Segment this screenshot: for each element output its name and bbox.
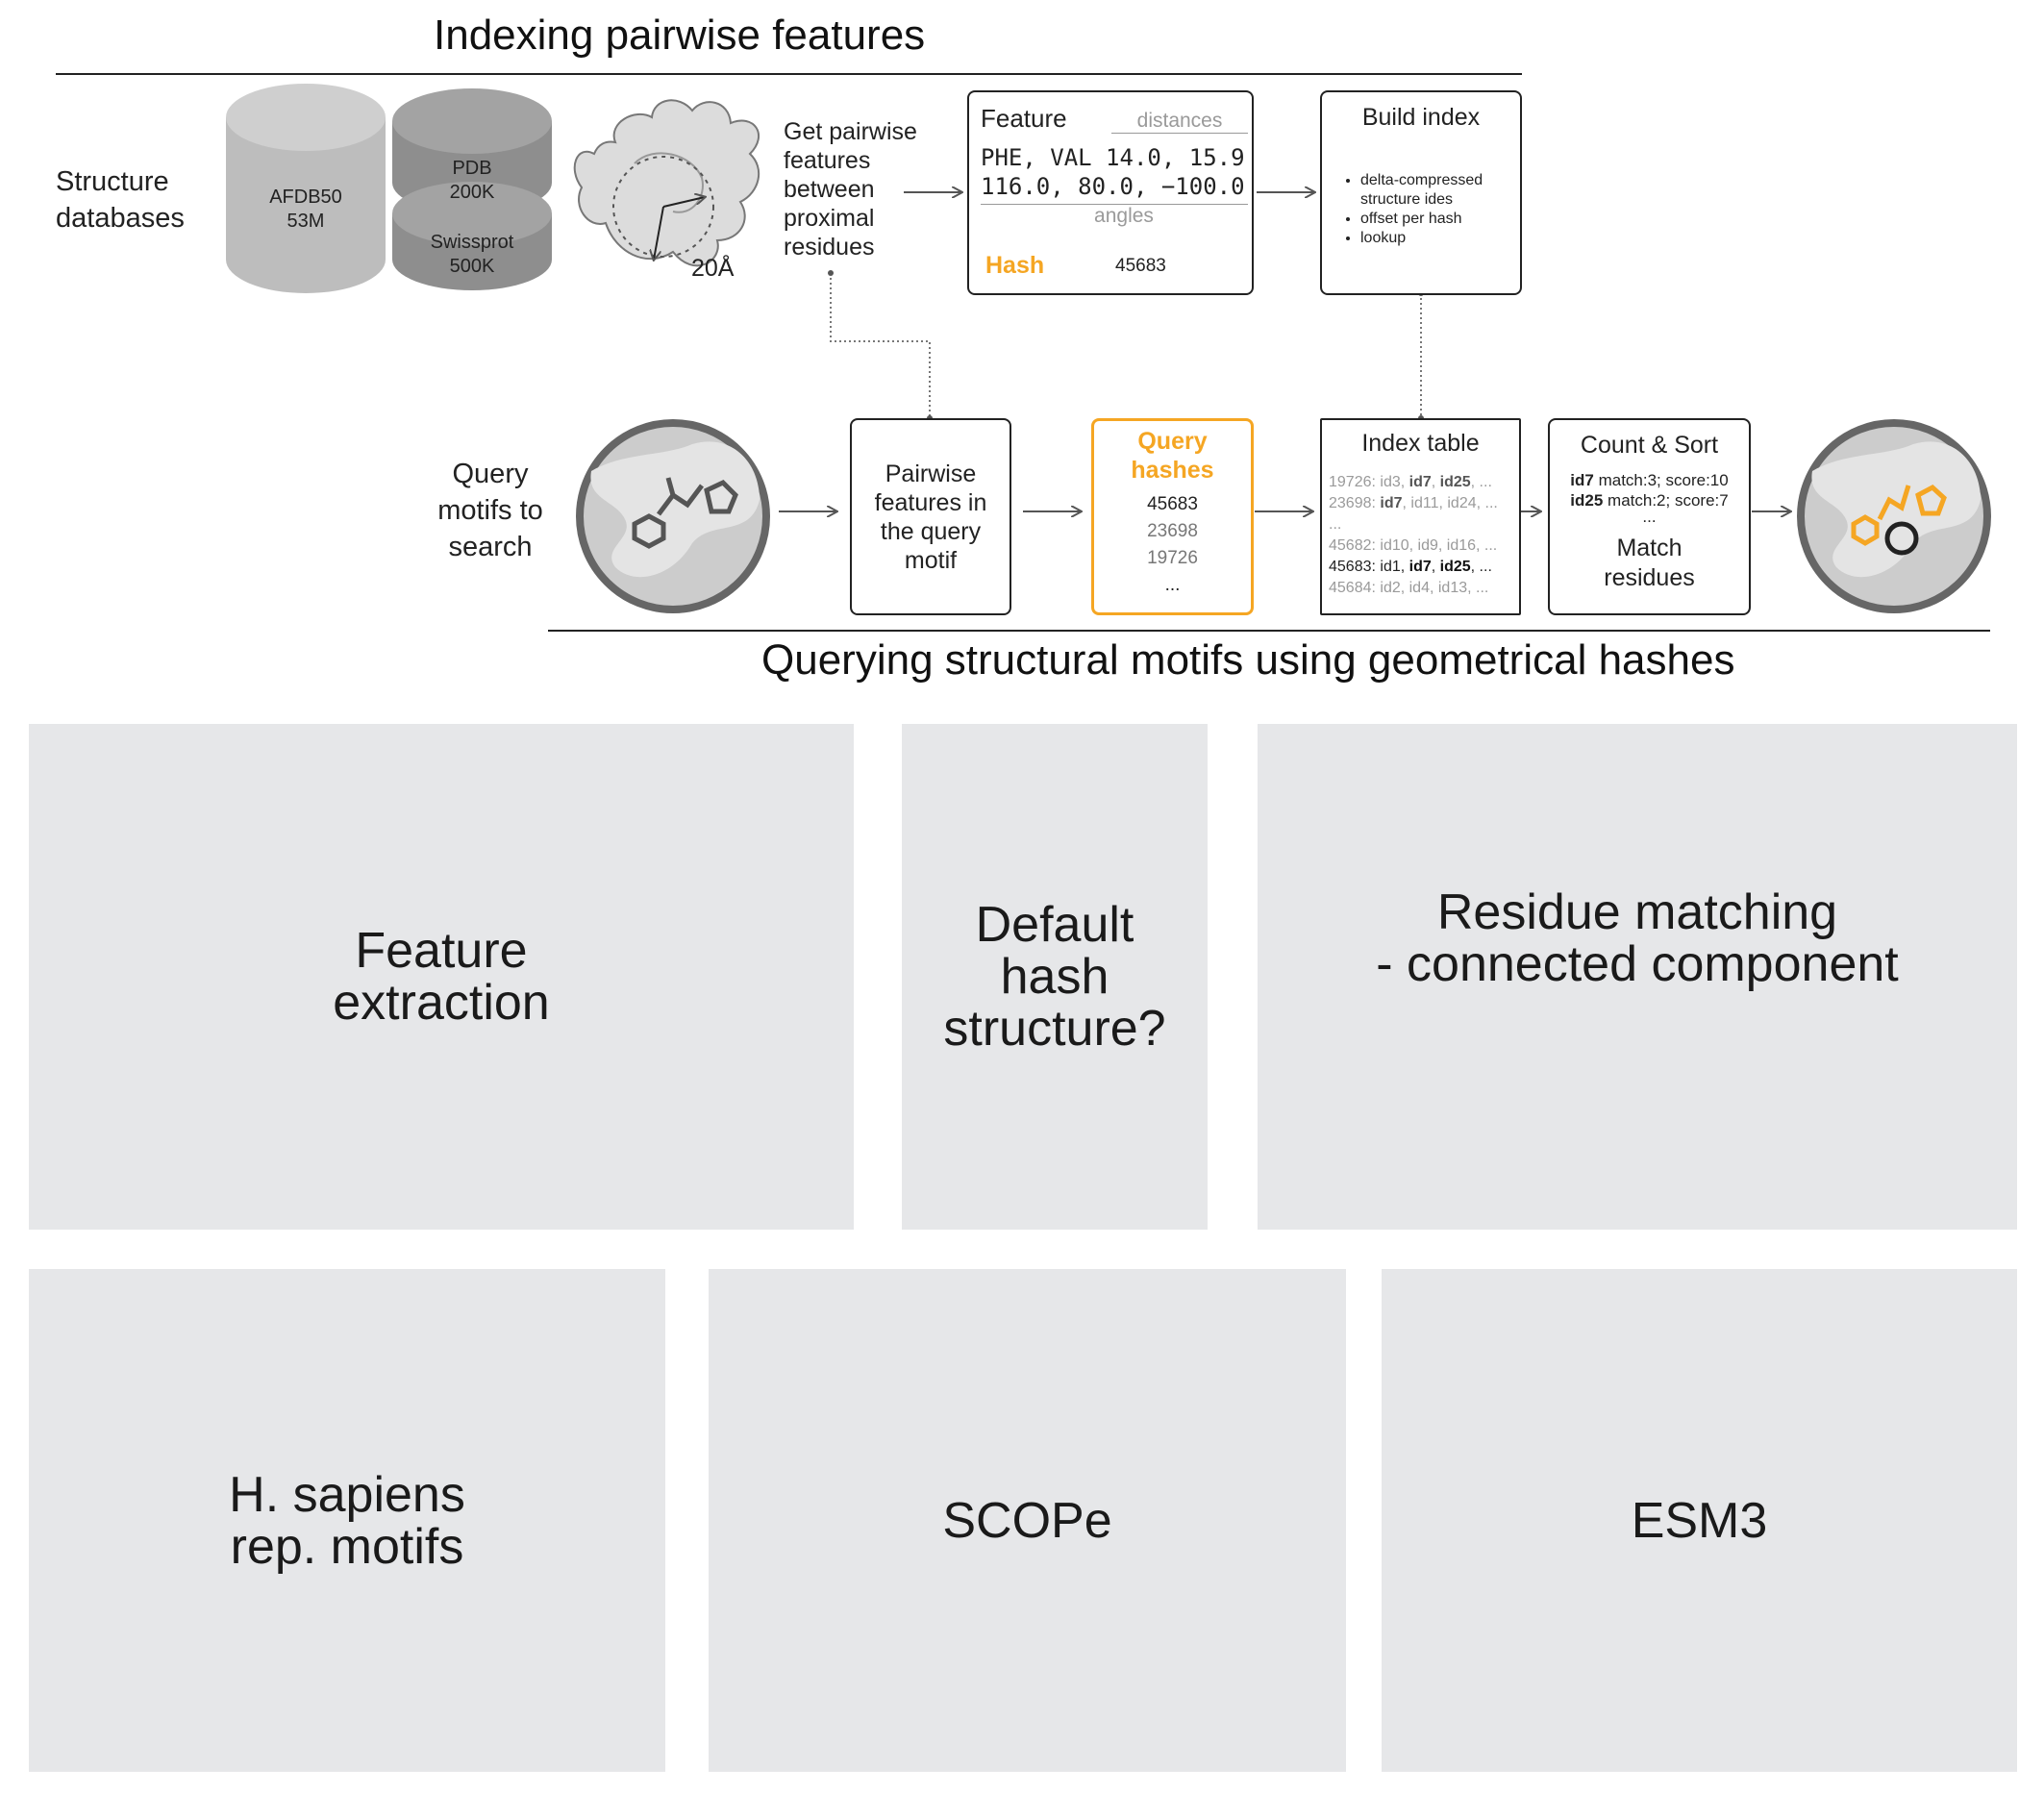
query-hash-3: 19726 xyxy=(1147,548,1198,568)
index-table-ids: , ... xyxy=(1470,559,1492,575)
panel-feature-extraction: Feature extraction xyxy=(29,724,854,1230)
index-table-key: ... xyxy=(1329,516,1342,533)
index-table-ids: , ... xyxy=(1470,474,1492,490)
querying-title: Querying structural motifs using geometr… xyxy=(761,636,1735,684)
result-id-1: id7 xyxy=(1570,471,1594,489)
feature-row-1: PHE, VAL 14.0, 15.9 xyxy=(981,144,1245,171)
index-table-ids: , xyxy=(1431,474,1440,490)
index-table-row: 45683: id1, id7, id25, ... xyxy=(1329,557,1519,578)
pairwise-query-box: Pairwise features in the query motif xyxy=(850,418,1011,615)
panel-residue-matching-label: Residue matching - connected component xyxy=(1376,884,1899,992)
panel-h-sapiens: H. sapiens rep. motifs xyxy=(29,1269,665,1772)
index-table-title: Index table xyxy=(1361,430,1480,457)
swissprot-name: Swissprot xyxy=(430,232,514,253)
index-table-ids: id7 xyxy=(1408,474,1432,490)
index-table-row: 45684: id2, id4, id13, ... xyxy=(1329,578,1519,599)
index-table-box: Index table 19726: id3, id7, id25, ...23… xyxy=(1320,418,1521,615)
count-sort-ellipsis: ... xyxy=(1642,508,1657,526)
bullet-offset: offset per hash xyxy=(1360,210,1543,229)
query-hash-1: 45683 xyxy=(1147,494,1198,514)
index-table-ids: id25 xyxy=(1439,474,1471,490)
panel-esm3: ESM3 xyxy=(1382,1269,2017,1772)
build-index-box: Build index delta-compressed structure i… xyxy=(1320,90,1522,295)
index-table-ids: id10, id9, id16, ... xyxy=(1375,537,1498,554)
panel-scope: SCOPe xyxy=(709,1269,1346,1772)
query-hash-4: ... xyxy=(1164,575,1181,595)
result-score-1: match:3; score:10 xyxy=(1593,471,1729,489)
index-table-row: 23698: id7, id11, id24, ... xyxy=(1329,493,1519,514)
matched-motif-icon xyxy=(1797,419,1991,613)
indexing-rule xyxy=(56,73,1522,75)
index-table-rows: 19726: id3, id7, id25, ...23698: id7, id… xyxy=(1329,472,1519,599)
panel-default-hash-label: Default hash structure? xyxy=(943,897,1166,1057)
index-table-ids: id3, xyxy=(1375,474,1409,490)
count-sort-line-1: id7 match:3; score:10 xyxy=(1550,470,1749,490)
feature-box: Feature distances PHE, VAL 14.0, 15.9 11… xyxy=(967,90,1254,295)
panel-feature-extraction-label: Feature extraction xyxy=(333,923,550,1031)
pairwise-step-text: Get pairwise features between proximal r… xyxy=(784,118,917,261)
swissprot-label: Swissprot 500K xyxy=(404,231,540,279)
feature-row-2: 116.0, 80.0, −100.0 xyxy=(981,173,1245,200)
afdb50-cylinder xyxy=(226,84,386,293)
index-table-ids: id25 xyxy=(1439,559,1471,575)
swissprot-size: 500K xyxy=(449,256,495,277)
count-sort-title: Count & Sort xyxy=(1580,432,1719,459)
panel-residue-matching: Residue matching - connected component xyxy=(1258,724,2017,1230)
bullet-lookup: lookup xyxy=(1360,229,1543,248)
indexing-title: Indexing pairwise features xyxy=(434,12,926,59)
query-motifs-label: Query motifs to search xyxy=(437,459,543,562)
query-hash-list: 45683 23698 19726 ... xyxy=(1094,491,1251,599)
index-table-key: 19726: xyxy=(1329,474,1376,490)
result-id-2: id25 xyxy=(1570,491,1604,510)
panel-esm3-label: ESM3 xyxy=(1631,1492,1768,1549)
index-table-ids: , id11, id24, ... xyxy=(1402,495,1498,511)
result-score-2: match:2; score:7 xyxy=(1603,491,1729,510)
match-residues-label: Match residues xyxy=(1604,535,1695,591)
index-table-ids: id7 xyxy=(1408,559,1432,575)
pdb-name: PDB xyxy=(452,158,492,179)
protein-structure-icon xyxy=(573,99,760,267)
count-sort-box: Count & Sort id7 match:3; score:10 id25 … xyxy=(1548,418,1751,615)
build-index-title: Build index xyxy=(1361,104,1481,131)
feature-title: Feature xyxy=(981,104,1067,133)
bullet-delta: delta-compressed structure ides xyxy=(1360,171,1543,210)
query-hash-2: 23698 xyxy=(1147,521,1198,541)
swissprot-cylinder xyxy=(392,182,552,290)
pdb-size: 200K xyxy=(449,182,495,203)
afdb50-name: AFDB50 xyxy=(269,187,342,208)
querying-rule xyxy=(548,630,1990,632)
hash-value: 45683 xyxy=(1115,256,1166,276)
pdb-label: PDB 200K xyxy=(413,157,531,205)
count-sort-line-2: id25 match:2; score:7 xyxy=(1550,490,1749,510)
index-table-ids: , xyxy=(1431,559,1440,575)
panel-default-hash: Default hash structure? xyxy=(902,724,1208,1230)
build-index-bullets: delta-compressed structure ides offset p… xyxy=(1335,171,1543,248)
query-motif-icon xyxy=(576,419,770,613)
query-hashes-title: Query hashes xyxy=(1131,428,1214,484)
hash-label: Hash xyxy=(985,252,1045,279)
index-table-key: 45684: xyxy=(1329,580,1376,596)
index-table-row: ... xyxy=(1329,514,1519,535)
index-table-key: 45682: xyxy=(1329,537,1376,554)
afdb50-size: 53M xyxy=(287,211,325,232)
afdb50-label: AFDB50 53M xyxy=(250,186,361,234)
distances-label: distances xyxy=(1111,110,1248,134)
index-table-ids: id2, id4, id13, ... xyxy=(1375,580,1489,596)
pairwise-query-text: Pairwise features in the query motif xyxy=(874,460,987,574)
index-table-key: 45683: xyxy=(1329,559,1376,575)
index-table-ids: id7 xyxy=(1380,495,1403,511)
query-hashes-box: Query hashes 45683 23698 19726 ... xyxy=(1091,418,1254,615)
angles-label: angles xyxy=(981,204,1248,228)
structure-databases-label: Structure databases xyxy=(56,166,185,234)
panel-h-sapiens-label: H. sapiens rep. motifs xyxy=(229,1466,465,1575)
index-table-row: 19726: id3, id7, id25, ... xyxy=(1329,472,1519,493)
panel-scope-label: SCOPe xyxy=(942,1492,1112,1549)
index-table-key: 23698: xyxy=(1329,495,1376,511)
index-table-ids: id1, xyxy=(1375,559,1409,575)
index-table-row: 45682: id10, id9, id16, ... xyxy=(1329,535,1519,557)
radius-label: 20Å xyxy=(691,255,735,282)
